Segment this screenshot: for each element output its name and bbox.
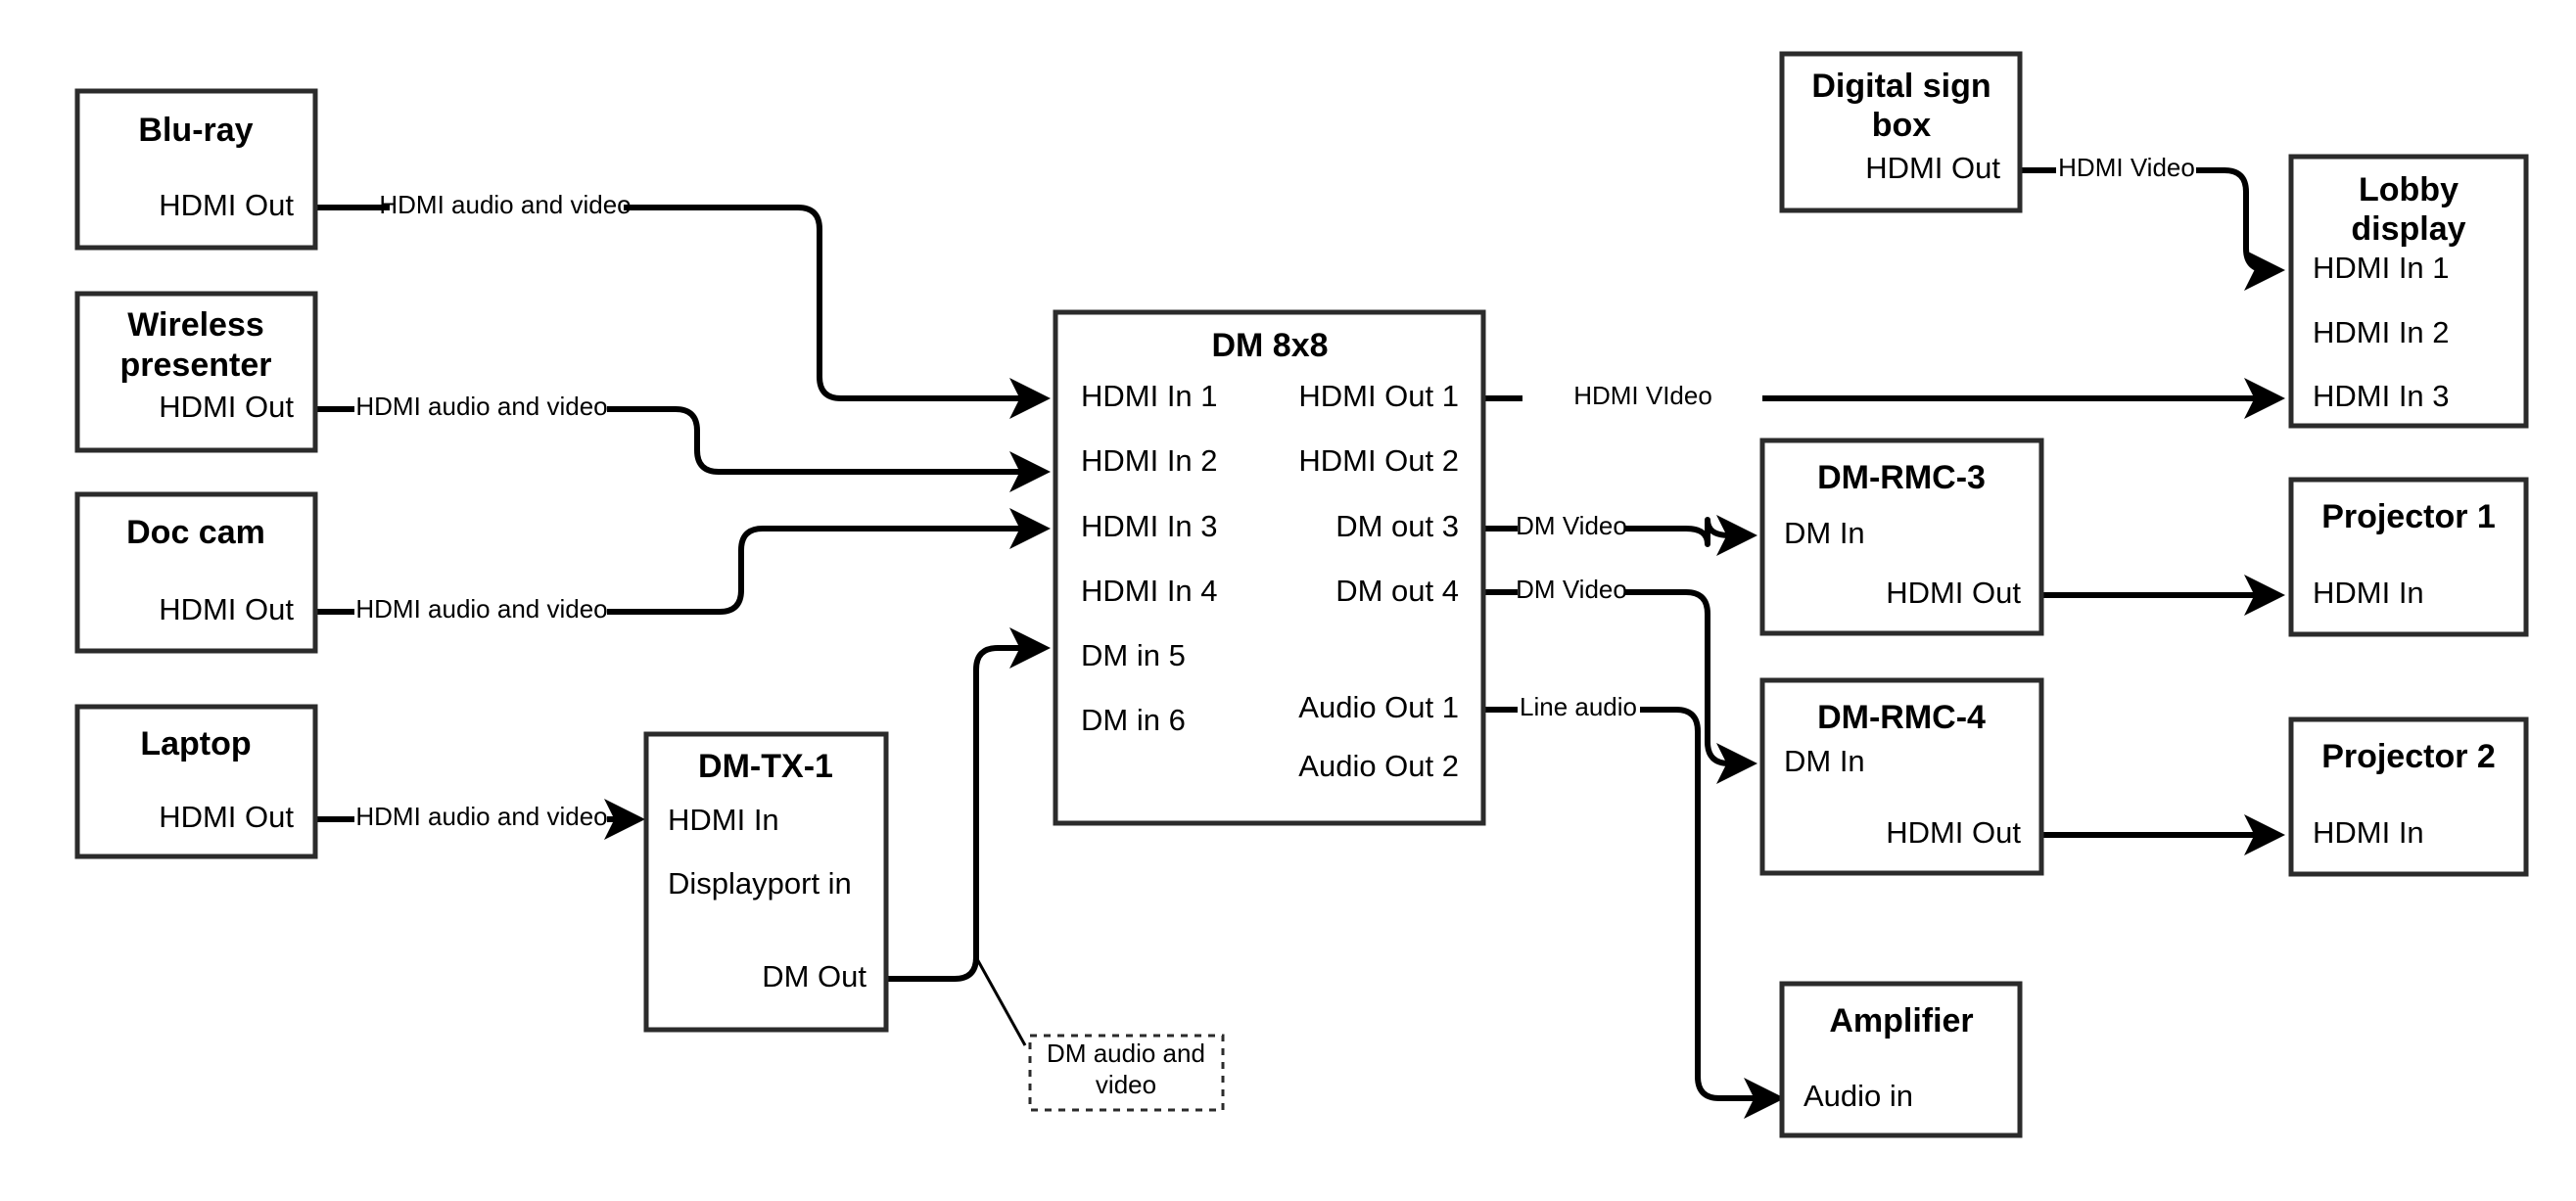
node-dm-8x8-port-hdmi-in-4: HDMI In 4 [1081, 574, 1218, 608]
node-dm-rmc-4-box[interactable] [1759, 677, 2044, 876]
node-dm-rmc-4-title: DM-RMC-4 [1817, 699, 1986, 736]
node-dm-8x8-box[interactable] [1053, 309, 1486, 826]
node-dm-tx-1-port-dm-out: DM Out [762, 959, 866, 993]
node-bluray-port-hdmi-out: HDMI Out [159, 188, 294, 222]
node-laptop-port-hdmi-out: HDMI Out [159, 800, 294, 834]
node-amplifier-box[interactable] [1779, 981, 2023, 1138]
node-projector-1-box[interactable] [2288, 477, 2529, 637]
node-doc-cam-port-hdmi-out: HDMI Out [159, 592, 294, 626]
node-digital-sign-box-box[interactable] [1779, 51, 2023, 213]
node-dm-rmc-4-port-hdmi-out: HDMI Out [1886, 815, 2021, 850]
link-wireless-to-dm8x8-in2 [315, 406, 1044, 472]
link-dm8x8-out3-to-rmc3 [1483, 520, 1751, 544]
edge-label-hdmi-video-lobby: HDMI VIdeo [1573, 381, 1712, 410]
edge-label-dm-video-4: DM Video [1516, 575, 1627, 604]
node-dm-8x8-port-hdmi-in-1: HDMI In 1 [1081, 379, 1218, 413]
node-dm-8x8-port-dm-in-6: DM in 6 [1081, 703, 1186, 737]
node-amplifier-title: Amplifier [1829, 1002, 1973, 1039]
node-dm-8x8-port-dm-out-4: DM out 4 [1335, 574, 1459, 608]
node-lobby-display-title-line1: Lobby [2359, 171, 2459, 208]
node-doc-cam-title: Doc cam [126, 514, 265, 551]
link-doccam-to-dm8x8-in3 [315, 529, 1044, 615]
node-projector-1-title: Projector 1 [2321, 498, 2496, 535]
node-dm-rmc-3-box[interactable] [1759, 438, 2044, 636]
node-dm-8x8-port-dm-out-3: DM out 3 [1335, 509, 1459, 543]
node-dm-rmc-3-port-dm-in: DM In [1784, 516, 1865, 550]
node-bluray[interactable]: Blu-ray HDMI Out [74, 88, 318, 251]
node-wireless-presenter-title-line2: presenter [120, 346, 272, 384]
link-dm8x8-audioout1-to-amplifier [1483, 707, 1778, 1098]
node-projector-2-port-hdmi-in: HDMI In [2313, 815, 2424, 850]
node-dm-8x8-port-audio-out-2: Audio Out 2 [1298, 749, 1459, 783]
edge-label-hdmi-video-sign: HDMI Video [2058, 153, 2195, 182]
node-projector-1-port-hdmi-in: HDMI In [2313, 576, 2424, 610]
node-dm-tx-1-port-displayport-in: Displayport in [668, 866, 852, 901]
link-bluray-to-dm8x8-in1 [315, 205, 1044, 398]
node-digital-sign-box-port-hdmi-out: HDMI Out [1865, 151, 2000, 185]
edge-label-doccam: HDMI audio and video [355, 594, 607, 624]
node-lobby-display-title-line2: display [2351, 210, 2465, 248]
node-dm-8x8-port-dm-in-5: DM in 5 [1081, 638, 1186, 672]
node-dm-rmc-3-title: DM-RMC-3 [1817, 459, 1986, 496]
link-digitalsign-to-lobby-in1 [2022, 167, 2278, 270]
node-wireless-presenter-title-line1: Wireless [127, 306, 264, 344]
node-doc-cam[interactable]: Doc cam HDMI Out [74, 491, 318, 654]
node-lobby-display[interactable]: Lobby display HDMI In 1 HDMI In 2 HDMI I… [2288, 154, 2529, 429]
node-dm-rmc-3[interactable]: DM-RMC-3 DM In HDMI Out [1759, 438, 2044, 636]
node-dm-tx-1-box[interactable] [643, 731, 889, 1033]
node-amplifier[interactable]: Amplifier Audio in [1779, 981, 2023, 1138]
node-dm-tx-1[interactable]: DM-TX-1 HDMI In Displayport in DM Out [643, 731, 889, 1033]
node-projector-1[interactable]: Projector 1 HDMI In [2288, 477, 2529, 637]
node-wireless-presenter-port-hdmi-out: HDMI Out [159, 390, 294, 424]
node-lobby-display-port-hdmi-in-2: HDMI In 2 [2313, 315, 2450, 349]
node-projector-2-box[interactable] [2288, 716, 2529, 877]
edge-label-bluray: HDMI audio and video [379, 190, 631, 219]
node-lobby-display-port-hdmi-in-1: HDMI In 1 [2313, 251, 2450, 285]
node-laptop-box[interactable] [74, 704, 318, 859]
node-dm-tx-1-port-hdmi-in: HDMI In [668, 803, 779, 837]
node-bluray-box[interactable] [74, 88, 318, 251]
node-amplifier-port-audio-in: Audio in [1803, 1079, 1913, 1113]
node-dm-rmc-4-port-dm-in: DM In [1784, 744, 1865, 778]
link-dmtx1-to-dm8x8-in5 [886, 627, 1051, 982]
note-dm-audio-and-video-line1: DM audio and [1047, 1039, 1205, 1068]
node-dm-8x8-port-hdmi-out-2: HDMI Out 2 [1298, 443, 1459, 478]
node-digital-sign-box[interactable]: Digital sign box HDMI Out [1779, 51, 2023, 213]
node-dm-8x8-title: DM 8x8 [1211, 327, 1328, 364]
node-laptop[interactable]: Laptop HDMI Out [74, 704, 318, 859]
node-dm-8x8-port-audio-out-1: Audio Out 1 [1298, 690, 1459, 724]
leader-line-dm-note [974, 956, 1027, 1046]
edge-label-dm-video-3: DM Video [1516, 511, 1627, 540]
node-dm-8x8-port-hdmi-in-3: HDMI In 3 [1081, 509, 1218, 543]
node-digital-sign-box-title-line1: Digital sign [1811, 68, 1991, 105]
note-dm-audio-and-video-line2: video [1096, 1070, 1156, 1099]
note-dm-audio-and-video-box [1028, 1034, 1225, 1112]
node-digital-sign-box-title-line2: box [1872, 107, 1932, 144]
edge-label-wireless: HDMI audio and video [355, 392, 607, 421]
note-dm-audio-and-video: DM audio and video [1028, 1034, 1225, 1112]
node-dm-rmc-3-port-hdmi-out: HDMI Out [1886, 576, 2021, 610]
node-dm-8x8[interactable]: DM 8x8 HDMI In 1 HDMI In 2 HDMI In 3 HDM… [1053, 309, 1486, 826]
node-projector-2[interactable]: Projector 2 HDMI In [2288, 716, 2529, 877]
node-lobby-display-port-hdmi-in-3: HDMI In 3 [2313, 379, 2450, 413]
node-doc-cam-box[interactable] [74, 491, 318, 654]
node-dm-tx-1-title: DM-TX-1 [698, 748, 833, 785]
node-bluray-title: Blu-ray [138, 112, 253, 149]
node-lobby-display-box[interactable] [2288, 154, 2529, 429]
node-wireless-presenter-box[interactable] [74, 291, 318, 453]
node-dm-8x8-port-hdmi-out-1: HDMI Out 1 [1298, 379, 1459, 413]
node-projector-2-title: Projector 2 [2321, 738, 2496, 775]
node-dm-8x8-port-hdmi-in-2: HDMI In 2 [1081, 443, 1218, 478]
edge-label-line-audio: Line audio [1520, 692, 1637, 721]
node-laptop-title: Laptop [140, 725, 251, 762]
node-wireless-presenter[interactable]: Wireless presenter HDMI Out [74, 291, 318, 453]
link-dm8x8-out4-to-rmc4 [1483, 589, 1751, 763]
node-dm-rmc-4[interactable]: DM-RMC-4 DM In HDMI Out [1759, 677, 2044, 876]
edge-label-laptop: HDMI audio and video [355, 802, 607, 831]
